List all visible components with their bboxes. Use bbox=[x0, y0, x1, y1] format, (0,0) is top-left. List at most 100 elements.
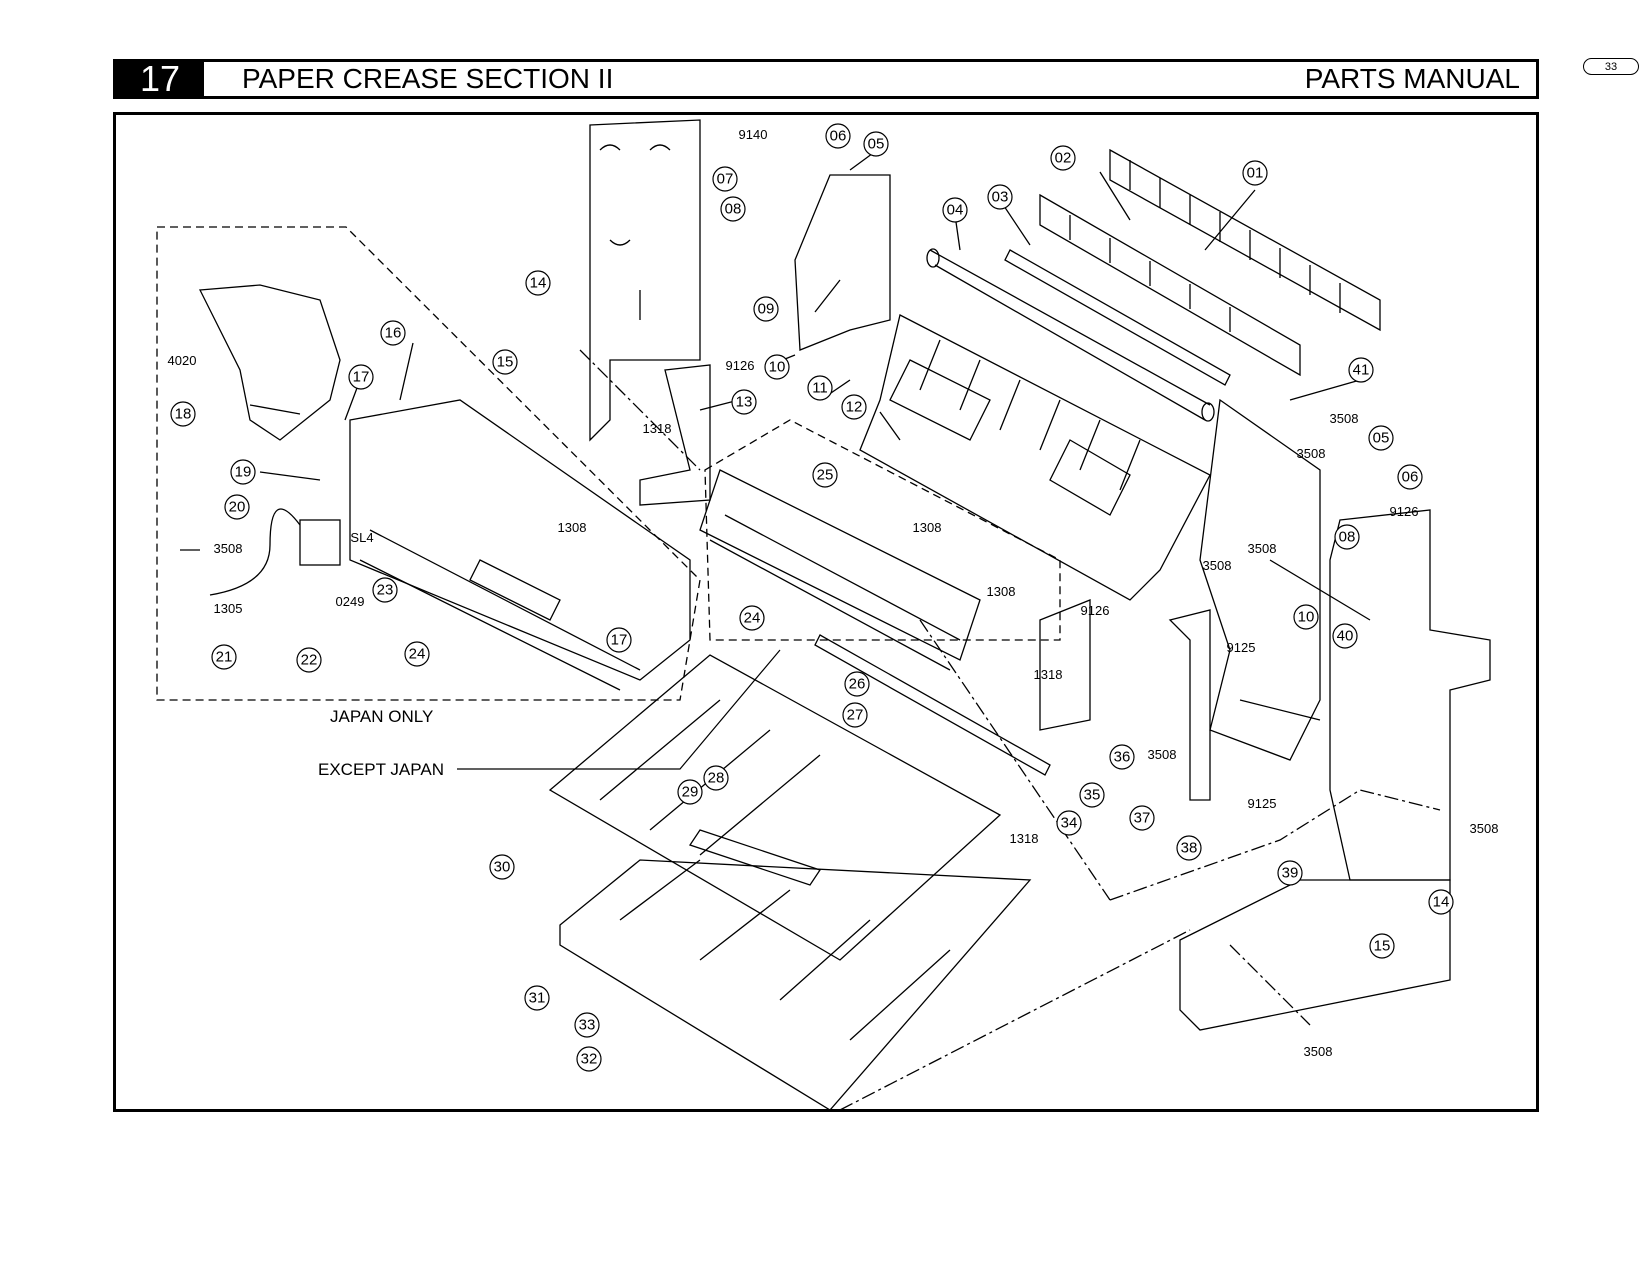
svg-text:40: 40 bbox=[1337, 628, 1354, 645]
callout-02: 02 bbox=[1050, 145, 1076, 171]
svg-text:27: 27 bbox=[847, 707, 864, 724]
code-1318: 1318 bbox=[643, 421, 672, 436]
code-sl4: SL4 bbox=[350, 530, 373, 545]
callout-21: 21 bbox=[211, 644, 237, 670]
svg-text:10: 10 bbox=[1298, 609, 1315, 626]
callout-40: 40 bbox=[1332, 623, 1358, 649]
svg-text:17: 17 bbox=[611, 632, 628, 649]
callout-14-b: 14 bbox=[1428, 889, 1454, 915]
hardware-codes: 9140 4020 9126 1318 1308 1308 1308 3508 … bbox=[168, 127, 1499, 1059]
callout-17-b: 17 bbox=[606, 627, 632, 653]
section-header: 17 PAPER CREASE SECTION II PARTS MANUAL bbox=[113, 58, 1539, 99]
svg-text:11: 11 bbox=[812, 380, 828, 397]
callout-38: 38 bbox=[1176, 835, 1202, 861]
callout-33: 33 bbox=[574, 1012, 600, 1038]
callout-09: 09 bbox=[753, 296, 779, 322]
callout-07: 07 bbox=[712, 166, 738, 192]
svg-text:10: 10 bbox=[769, 359, 786, 376]
callout-05: 05 bbox=[863, 131, 889, 157]
code-1318-b: 1318 bbox=[1034, 667, 1063, 682]
section-number: 17 bbox=[116, 58, 204, 99]
code-9126: 9126 bbox=[726, 358, 755, 373]
callout-03: 03 bbox=[987, 184, 1013, 210]
callout-34: 34 bbox=[1056, 810, 1082, 836]
code-0249: 0249 bbox=[336, 594, 365, 609]
svg-text:32: 32 bbox=[581, 1051, 598, 1068]
callout-18: 18 bbox=[170, 401, 196, 427]
callout-10: 10 bbox=[764, 354, 790, 380]
callout-06-b: 06 bbox=[1397, 464, 1423, 490]
code-3508-h: 3508 bbox=[1304, 1044, 1333, 1059]
japan-only-label: JAPAN ONLY bbox=[330, 707, 433, 726]
callout-16: 16 bbox=[380, 320, 406, 346]
callout-08-b: 08 bbox=[1334, 524, 1360, 550]
callout-17: 17 bbox=[348, 364, 374, 390]
code-9126-c: 9126 bbox=[1081, 603, 1110, 618]
callout-25: 25 bbox=[812, 462, 838, 488]
code-3508-g: 3508 bbox=[1470, 821, 1499, 836]
page-number: 33 bbox=[1583, 58, 1639, 75]
callout-28: 28 bbox=[703, 765, 729, 791]
svg-text:08: 08 bbox=[1339, 529, 1356, 546]
svg-text:33: 33 bbox=[579, 1017, 596, 1034]
svg-text:03: 03 bbox=[992, 189, 1009, 206]
svg-text:13: 13 bbox=[736, 394, 753, 411]
svg-text:05: 05 bbox=[1373, 430, 1390, 447]
svg-text:22: 22 bbox=[301, 652, 318, 669]
callout-36: 36 bbox=[1109, 744, 1135, 770]
code-3508-e: 3508 bbox=[1203, 558, 1232, 573]
svg-text:12: 12 bbox=[846, 399, 863, 416]
svg-text:25: 25 bbox=[817, 467, 834, 484]
code-1305: 1305 bbox=[214, 601, 243, 616]
callout-30: 30 bbox=[489, 854, 515, 880]
callout-19: 19 bbox=[230, 459, 256, 485]
svg-text:15: 15 bbox=[497, 354, 514, 371]
svg-text:30: 30 bbox=[494, 859, 511, 876]
svg-text:20: 20 bbox=[229, 499, 246, 516]
code-3508-c: 3508 bbox=[1297, 446, 1326, 461]
svg-text:15: 15 bbox=[1374, 938, 1391, 955]
callout-31: 31 bbox=[524, 985, 550, 1011]
code-9140: 9140 bbox=[739, 127, 768, 142]
svg-text:06: 06 bbox=[1402, 469, 1419, 486]
svg-text:07: 07 bbox=[717, 171, 734, 188]
svg-text:08: 08 bbox=[725, 201, 742, 218]
code-3508-d: 3508 bbox=[1248, 541, 1277, 556]
callout-12: 12 bbox=[841, 394, 867, 420]
callout-15: 15 bbox=[492, 349, 518, 375]
svg-text:34: 34 bbox=[1061, 815, 1078, 832]
callout-27: 27 bbox=[842, 702, 868, 728]
svg-text:14: 14 bbox=[1433, 894, 1450, 911]
section-title: PAPER CREASE SECTION II bbox=[242, 63, 614, 94]
svg-text:06: 06 bbox=[830, 128, 847, 145]
code-1318-c: 1318 bbox=[1010, 831, 1039, 846]
callout-05-b: 05 bbox=[1368, 425, 1394, 451]
svg-text:21: 21 bbox=[216, 649, 233, 666]
code-1308-b: 1308 bbox=[913, 520, 942, 535]
svg-text:24: 24 bbox=[409, 646, 426, 663]
except-japan-label: EXCEPT JAPAN bbox=[318, 760, 444, 779]
svg-text:31: 31 bbox=[529, 990, 546, 1007]
svg-text:41: 41 bbox=[1353, 362, 1370, 379]
callout-26: 26 bbox=[844, 671, 870, 697]
except-japan-leader bbox=[457, 649, 781, 770]
code-9125: 9125 bbox=[1227, 640, 1256, 655]
callout-11: 11 bbox=[807, 375, 833, 401]
svg-text:17: 17 bbox=[353, 369, 370, 386]
svg-text:37: 37 bbox=[1134, 810, 1151, 827]
svg-text:09: 09 bbox=[758, 301, 775, 318]
callout-24: 24 bbox=[404, 641, 430, 667]
code-1308: 1308 bbox=[558, 520, 587, 535]
svg-text:35: 35 bbox=[1084, 787, 1101, 804]
callout-41: 41 bbox=[1348, 357, 1374, 383]
callout-37: 37 bbox=[1129, 805, 1155, 831]
part-callouts: 01 02 03 04 05 06 07 08 09 10 11 12 13 1… bbox=[170, 123, 1454, 1072]
svg-text:18: 18 bbox=[175, 406, 192, 423]
code-3508: 3508 bbox=[214, 541, 243, 556]
svg-text:26: 26 bbox=[849, 676, 866, 693]
callout-39: 39 bbox=[1277, 860, 1303, 886]
svg-text:04: 04 bbox=[947, 202, 964, 219]
diagram-notes: JAPAN ONLY EXCEPT JAPAN bbox=[318, 649, 781, 779]
callout-23: 23 bbox=[372, 577, 398, 603]
callout-10-b: 10 bbox=[1293, 604, 1319, 630]
